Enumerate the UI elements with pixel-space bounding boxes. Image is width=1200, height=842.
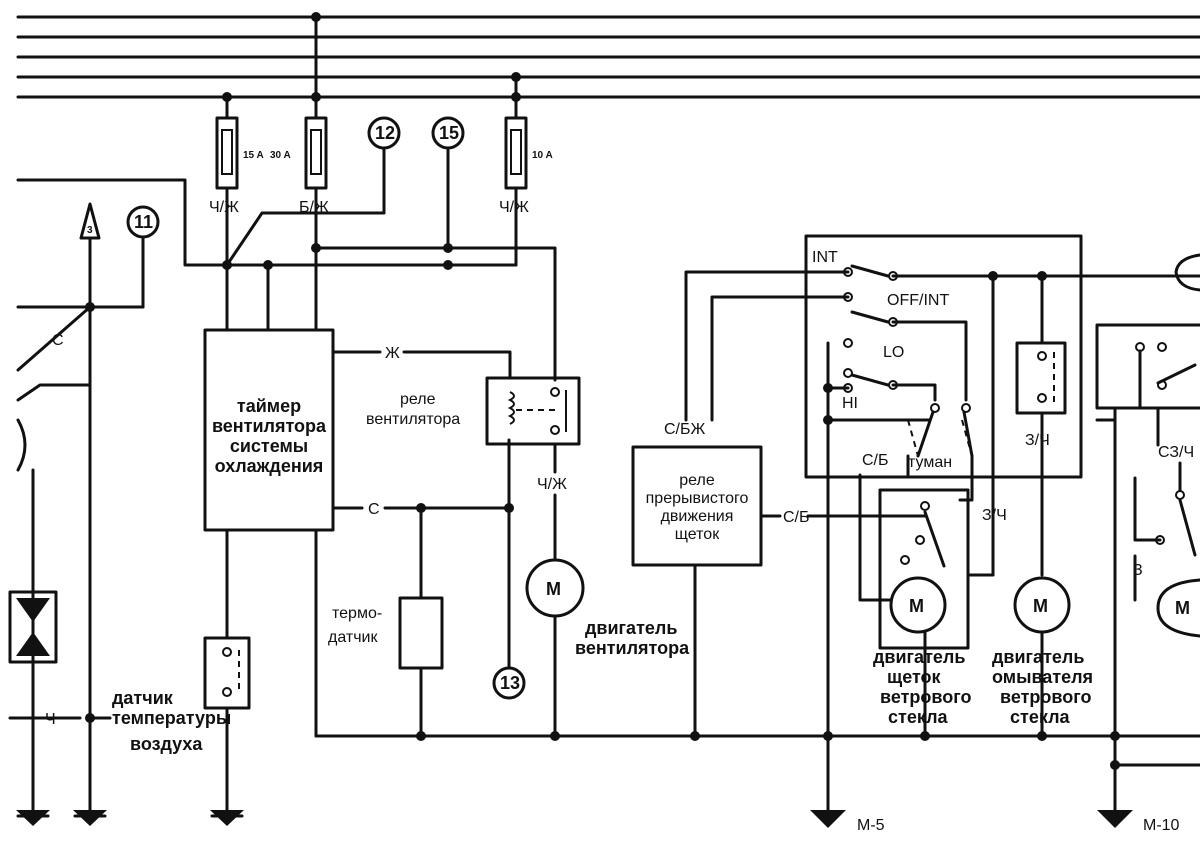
ground-symbols (16, 734, 1133, 828)
air-sensor-label-2: температуры (112, 708, 231, 728)
cooling-fan-timer: таймер вентилятора системы охлаждения (203, 328, 335, 532)
wire-label-zch-2: З/Ч (982, 507, 1007, 524)
fuse-10a: 10 A (504, 116, 553, 190)
ground-label-m5: M-5 (857, 817, 885, 834)
wire-label-z: З (1133, 562, 1143, 579)
wire-label-zh: Ж (385, 345, 400, 362)
svg-text:M: M (546, 579, 561, 599)
washer-motor-label-3: ветрового (1000, 687, 1092, 707)
fan-motor-label-2: вентилятора (575, 638, 690, 658)
wiper-switch: INT OFF/INT LO HI туман (804, 234, 1200, 738)
svg-text:прерывистого: прерывистого (646, 490, 749, 507)
svg-text:M: M (909, 596, 924, 616)
svg-text:M: M (1175, 598, 1190, 618)
fan-relay-label-1: реле (400, 391, 436, 408)
connector-13: 13 (492, 666, 526, 700)
svg-text:вентилятора: вентилятора (212, 416, 327, 436)
svg-text:движения: движения (661, 508, 734, 525)
wire-label-szch: СЗ/Ч (1158, 444, 1194, 461)
connector-11: 11 (126, 205, 160, 239)
svg-text:INT: INT (812, 249, 838, 266)
wiper-motor-label-4: стекла (888, 707, 949, 727)
wire-label-ch: Ч (45, 711, 56, 728)
wiper-motor-label-2: щеток (887, 667, 942, 687)
connector-12: 12 (367, 116, 401, 150)
washer-motor: M (1013, 576, 1071, 634)
washer-motor-label-2: омывателя (992, 667, 1093, 687)
air-sensor-label-3: воздуха (130, 734, 203, 754)
wire-label-s-left: С (52, 332, 64, 349)
fuse-15a-label: 15 A (243, 150, 264, 161)
washer-motor-label-4: стекла (1010, 707, 1071, 727)
fan-relay (485, 376, 581, 446)
svg-text:щеток: щеток (675, 526, 720, 543)
svg-text:системы: системы (230, 436, 308, 456)
triangle-marker-3: 3 (79, 202, 101, 240)
fuse-15a: 15 A (215, 116, 264, 190)
fan-relay-label-2: вентилятора (366, 411, 460, 428)
thermo-label-1: термо- (332, 605, 382, 622)
svg-text:охлаждения: охлаждения (215, 456, 324, 476)
wiper-motor: M (878, 488, 970, 650)
thermo-label-2: датчик (328, 629, 378, 646)
svg-text:OFF/INT: OFF/INT (887, 292, 949, 309)
svg-text:11: 11 (134, 212, 153, 232)
svg-text:13: 13 (500, 673, 520, 693)
wire-label-chzh-3: Ч/Ж (537, 476, 567, 493)
fuse-30a-label: 30 A (270, 150, 291, 161)
washer-motor-label-1: двигатель (992, 647, 1084, 667)
svg-text:HI: HI (842, 395, 858, 412)
fan-motor: M (525, 558, 585, 618)
wire-label-sbzh: С/БЖ (664, 421, 706, 438)
fan-motor-label-1: двигатель (585, 618, 677, 638)
wire-label-sb-relay: С/Б (783, 509, 810, 526)
wire-label-zch-1: З/Ч (1025, 432, 1050, 449)
svg-text:реле: реле (679, 472, 715, 489)
fuse-10a-label: 10 A (532, 150, 553, 161)
svg-text:M: M (1033, 596, 1048, 616)
ground-label-m10: M-10 (1143, 817, 1180, 834)
svg-text:15: 15 (439, 123, 459, 143)
washer-switch (1015, 341, 1067, 415)
svg-text:12: 12 (375, 123, 395, 143)
air-sensor-label-1: датчик (112, 688, 174, 708)
svg-text:LO: LO (883, 344, 904, 361)
fuse-30a: 30 A (270, 116, 328, 190)
air-temp-sensor (203, 636, 251, 710)
wire-label-s-timer: С (368, 501, 380, 518)
svg-text:3: 3 (87, 225, 93, 236)
wire-label-chzh-1: Ч/Ж (209, 199, 239, 216)
connector-15: 15 (431, 116, 465, 150)
wire-label-sb-switch: С/Б (862, 452, 889, 469)
svg-text:таймер: таймер (237, 396, 301, 416)
wire-label-chzh-2: Ч/Ж (499, 199, 529, 216)
wiper-motor-label-3: ветрового (880, 687, 972, 707)
wiper-motor-label-1: двигатель (873, 647, 965, 667)
thermo-sensor (398, 596, 444, 670)
intermittent-wiper-relay: реле прерывистого движения щеток (631, 445, 763, 567)
right-partial-circuit: СЗ/Ч З M (1095, 253, 1200, 812)
power-bus (16, 15, 1200, 99)
svg-text:туман: туман (908, 454, 952, 471)
